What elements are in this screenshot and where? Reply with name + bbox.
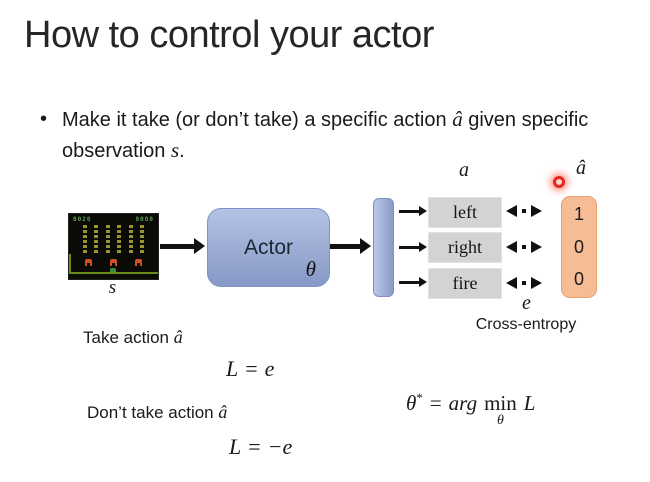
arrow-right-icon <box>399 277 427 287</box>
a-hat-symbol: â <box>452 107 463 131</box>
bullet-item: • Make it take (or don’t take) a specifi… <box>40 104 640 166</box>
actor-box: Actor θ <box>207 208 330 287</box>
arrow-right-icon <box>399 242 427 252</box>
arrow-right-icon <box>330 238 371 254</box>
objective-formula: θ* = arg min θ L <box>406 390 536 429</box>
theta-symbol: θ <box>305 257 316 281</box>
arrow-right-icon <box>399 206 427 216</box>
screen-edge <box>69 254 71 274</box>
take-action-caption: Take action â <box>83 327 183 347</box>
bullet-glyph: • <box>40 108 48 130</box>
bullet-text: Make it take (or don’t take) a specific … <box>62 107 589 162</box>
target-action-label: â <box>576 157 586 179</box>
action-box-left: left <box>428 197 502 228</box>
invader-grid <box>83 225 144 253</box>
s-symbol: s <box>170 138 180 162</box>
a-hat-symbol: â <box>173 327 183 347</box>
laser-pointer-dot <box>553 176 565 188</box>
ground-line <box>69 272 158 274</box>
theta-subscript: θ <box>496 413 504 429</box>
bidirectional-arrow-icon <box>506 205 542 217</box>
target-value: 0 <box>573 269 584 289</box>
game-score-left: 0020 <box>73 216 92 223</box>
bidirectional-arrow-icon <box>506 277 542 289</box>
bidirectional-arrow-icon <box>506 241 542 253</box>
bunker-icon <box>135 259 142 266</box>
min-operator: min θ <box>484 391 517 429</box>
action-box-fire: fire <box>428 268 502 299</box>
action-box-right: right <box>428 232 502 263</box>
game-score-right: 0000 <box>135 216 154 223</box>
output-layer-bar <box>373 198 394 297</box>
dont-take-action-caption: Don’t take action â <box>87 402 228 422</box>
space-invaders-screenshot: 0020 0000 <box>68 213 159 280</box>
slide-title: How to control your actor <box>24 14 434 56</box>
bunker-icon <box>85 259 92 266</box>
target-vector-box: 1 0 0 <box>561 196 597 298</box>
a-hat-symbol: â <box>218 402 228 422</box>
cross-entropy-label: Cross-entropy <box>475 316 577 333</box>
target-value: 0 <box>573 236 584 257</box>
observation-label: s <box>108 277 117 298</box>
player-ship-icon <box>110 268 116 272</box>
theta-symbol: θ <box>406 391 417 415</box>
target-value: 1 <box>573 204 584 224</box>
loss-symbol: L <box>523 391 536 415</box>
actor-label: Actor <box>243 235 293 259</box>
arrow-right-icon <box>160 238 205 254</box>
loss-dont-take-formula: L = −e <box>229 434 293 459</box>
action-label: a <box>459 159 469 181</box>
error-symbol: e <box>522 292 531 314</box>
game-score-row: 0020 0000 <box>73 216 154 223</box>
loss-take-formula: L = e <box>226 356 275 381</box>
bunker-icon <box>110 259 117 266</box>
